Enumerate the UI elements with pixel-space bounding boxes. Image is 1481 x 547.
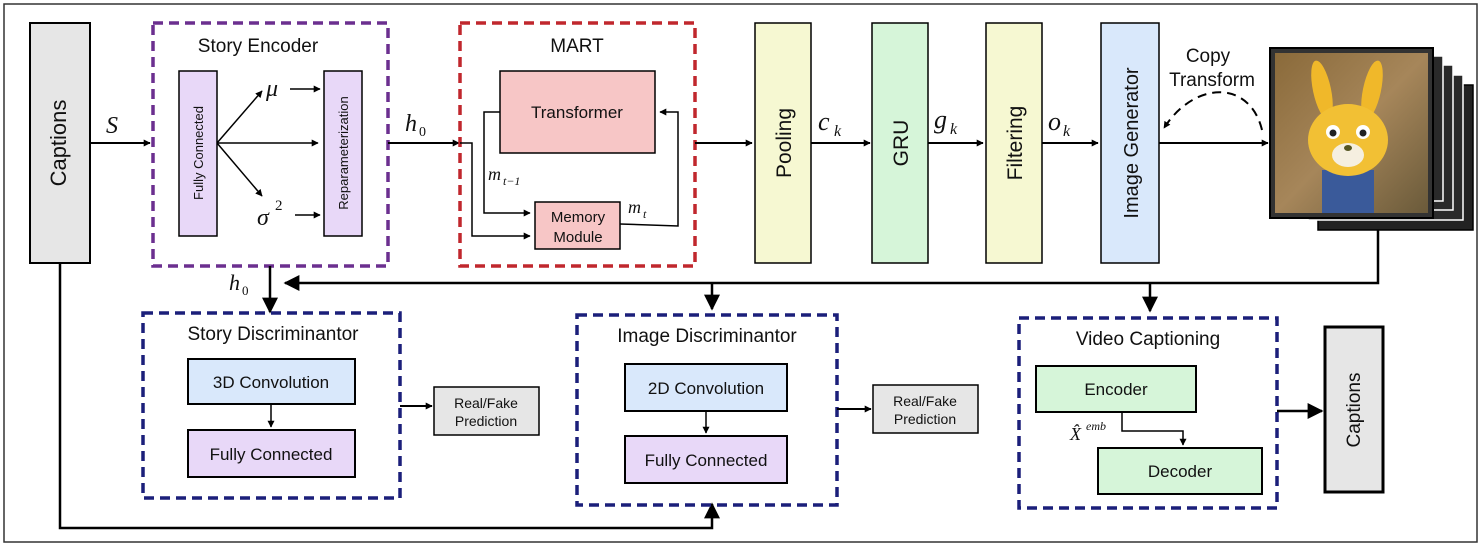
pooling-box: Pooling [754,22,812,264]
vc-encoder-box [1035,365,1197,413]
memory-line1: Memory [551,209,606,226]
mu-symbol: μ [265,76,278,102]
image-disc-fc-label: Fully Connected [645,451,768,470]
mart-group: MART Transformer Memory Module m t−1 m t [458,21,697,268]
image-discriminator-group: Image Discriminantor 2D Convolution Full… [575,313,839,507]
filtering-box: Filtering [985,22,1043,264]
vc-decoder-label: Decoder [1148,462,1213,481]
ok-sub: k [1063,123,1071,140]
m-t-sub: t [643,207,647,221]
captions-output-label: Captions [1344,373,1365,448]
story-encoder-title: Story Encoder [198,36,319,57]
captions-input-label: Captions [46,100,71,187]
memory-line2: Module [553,229,602,246]
video-captioning-group: Video Captioning Encoder Decoder X̂ emb [1017,316,1279,510]
encoder-fc-label: Fully Connected [191,106,206,200]
ck-sub: k [834,123,842,140]
generated-frames-stack [1269,47,1474,231]
h0-symbol: h [405,111,417,137]
copy-label: Copy [1186,46,1231,67]
image-disc-fc-box [624,435,788,484]
gk-sub: k [950,121,958,138]
story-discriminator-group: Story Discriminantor 3D Convolution Full… [141,311,402,500]
m-prev-symbol: m [488,164,501,184]
image-pred-line2: Prediction [894,411,956,427]
story-disc-fc-label: Fully Connected [210,445,333,464]
h0-sub: 0 [419,125,426,140]
story-disc-conv-box [187,358,356,405]
story-pred-line2: Prediction [455,413,517,429]
story-encoder-group: Story Encoder Fully Connected Reparamete… [151,21,390,268]
copy-transform-arrow [1163,91,1263,131]
image-generator-box: Image Generator [1100,22,1160,264]
pooling-label: Pooling [773,108,796,178]
reparameterization-label: Reparameterization [336,96,351,209]
gk-symbol: g [934,105,947,134]
sigma-sup: 2 [275,198,283,214]
story-pred-line1: Real/Fake [454,395,518,411]
encoder-fc-box [178,70,218,237]
h0-lower-symbol: h [229,270,240,295]
x-emb-sup: emb [1086,419,1106,433]
outer-frame [3,3,1478,543]
memory-module-box [534,201,621,250]
image-disc-title: Image Discriminantor [617,326,797,347]
image-generator-label: Image Generator [1121,67,1143,219]
story-disc-prediction-box: Real/Fake Prediction [433,386,540,436]
ok-symbol: o [1048,107,1061,136]
story-disc-conv-label: 3D Convolution [213,373,329,392]
gru-label: GRU [890,120,913,167]
x-emb-symbol: X̂ [1069,424,1082,444]
image-pred-line1: Real/Fake [893,393,957,409]
story-disc-fc-box [187,429,356,478]
transformer-box [499,70,656,154]
image-disc-prediction-box: Real/Fake Prediction [872,384,979,434]
captions-loop-line [58,263,720,530]
frames-feedback-line [283,230,1380,291]
reparameterization-box [323,70,363,237]
filtering-label: Filtering [1004,106,1027,181]
ck-symbol: c [818,107,830,136]
captions-input-box: Captions [29,22,91,264]
gru-box: GRU [871,22,929,264]
vc-encoder-label: Encoder [1084,380,1148,399]
sigma-symbol: σ [257,205,270,231]
m-t-symbol: m [628,197,641,217]
mart-title: MART [550,36,604,57]
transform-label: Transform [1169,70,1255,91]
story-disc-title: Story Discriminantor [187,324,359,345]
captions-output-box: Captions [1323,325,1385,494]
image-disc-conv-label: 2D Convolution [648,379,764,398]
vc-decoder-box [1097,447,1263,495]
image-disc-conv-box [624,363,788,412]
video-captioning-title: Video Captioning [1076,329,1220,350]
s-symbol: S [106,113,118,139]
m-prev-sub: t−1 [503,174,520,188]
transformer-label: Transformer [531,103,623,122]
h0-lower-sub: 0 [242,283,249,298]
